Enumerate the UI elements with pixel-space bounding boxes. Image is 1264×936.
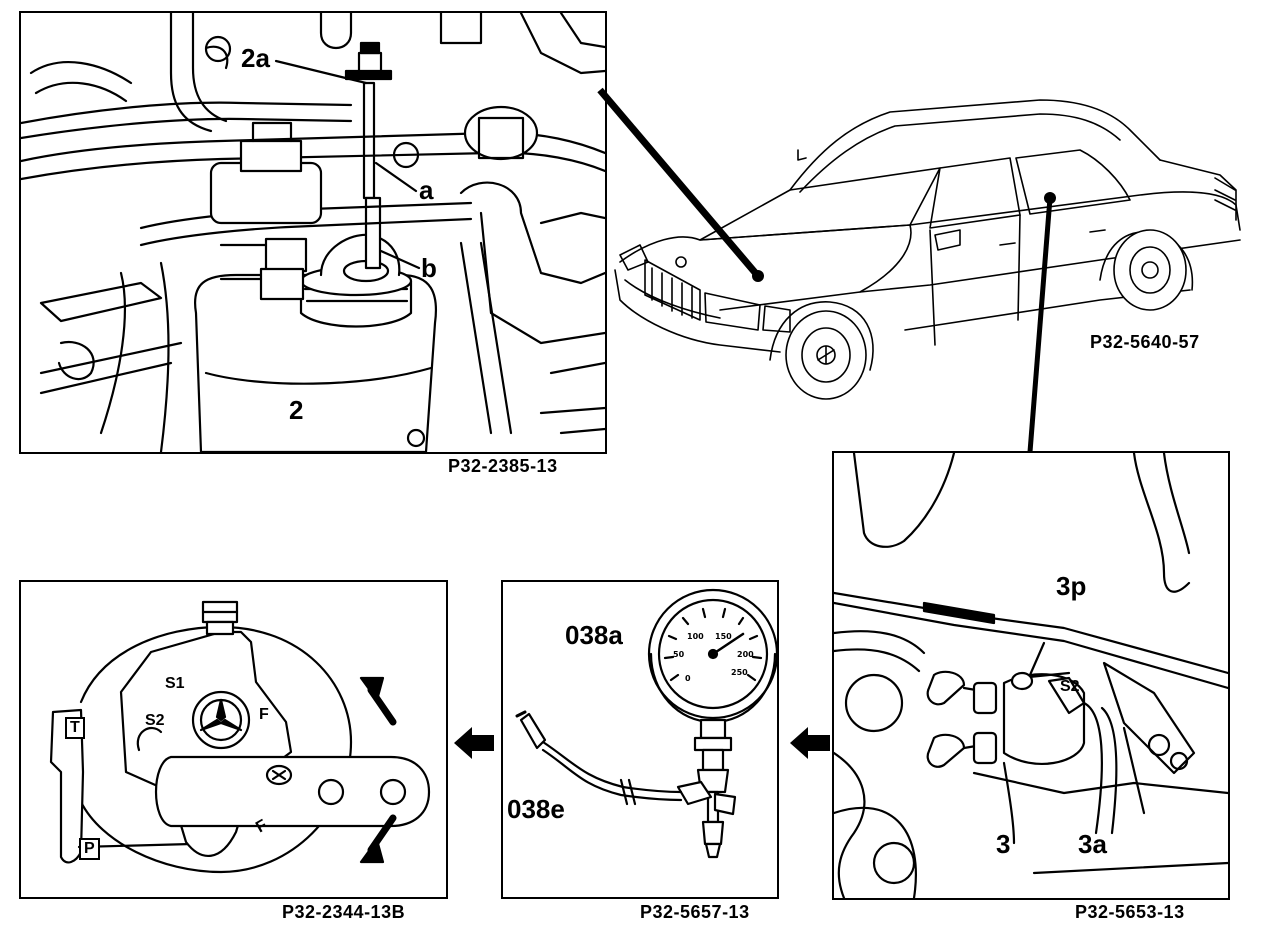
dial-tick-100: 100 [687,632,704,641]
callout-b: b [421,253,437,283]
label-t: T [65,717,85,739]
figure-code-car: P32-5640-57 [1090,332,1200,352]
figure-code-brake-line: P32-5653-13 [1075,902,1185,922]
callout-2: 2 [289,395,304,425]
callout-038e: 038e [507,794,565,824]
figure-code-gauge: P32-5657-13 [640,902,750,922]
arrow-left-icon [790,727,830,759]
callout-3p: 3p [1056,571,1087,601]
label-f-upper: F [259,706,269,723]
callout-038a: 038a [565,620,623,650]
valve-drawing [49,600,431,874]
label-s2: S2 [145,712,165,729]
gauge-panel: 038a 038e 50 100 150 200 250 0 [501,580,779,899]
valve-panel: S1 S2 F F T P [19,580,448,899]
arrow-left-icon [454,727,494,759]
figure-code-valve: P32-2344-13B [282,902,406,922]
engine-bay-drawing [21,13,605,452]
callout-a: a [419,175,434,205]
dial-tick-50: 50 [673,650,685,659]
label-s2-fitting: S2 [1060,678,1080,695]
dial-tick-200: 200 [737,650,754,659]
engine-bay-panel: 2a a b 2 [19,11,607,454]
label-s1: S1 [165,675,185,692]
brake-line-panel: 3p S2 3 3a [832,451,1230,900]
callout-3a: 3a [1078,829,1107,859]
gauge-drawing [515,588,777,859]
dial-tick-0: 0 [685,674,691,683]
brake-line-drawing [834,453,1228,898]
label-p: P [79,838,100,860]
callout-3: 3 [996,829,1011,859]
callout-2a: 2a [241,43,270,73]
dial-tick-250: 250 [731,668,748,677]
dial-tick-150: 150 [715,632,732,641]
figure-code-engine-bay: P32-2385-13 [448,456,558,476]
